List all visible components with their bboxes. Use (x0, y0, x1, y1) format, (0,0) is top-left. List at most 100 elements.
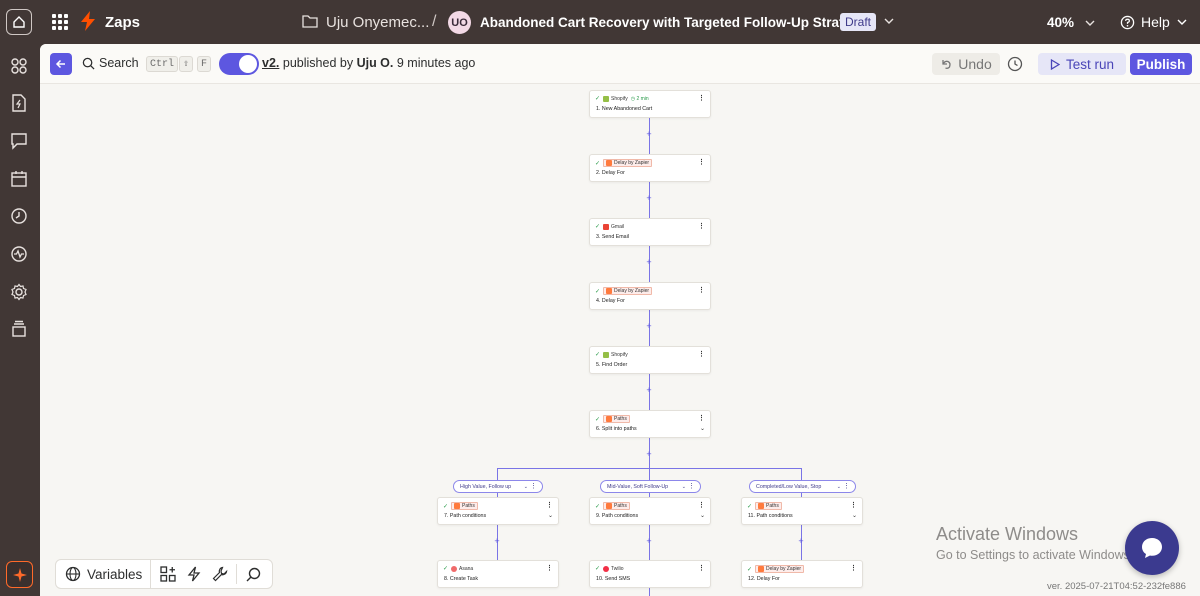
chevron-down-icon[interactable]: ⌄ (523, 484, 528, 490)
more-options-icon[interactable]: ⋮ (698, 415, 705, 422)
variables-label: Variables (87, 566, 143, 582)
undo-button[interactable]: Undo (932, 53, 1000, 75)
expand-chevron-icon[interactable]: ⌄ (547, 513, 553, 519)
zap-file-icon[interactable] (9, 93, 29, 113)
app-grid-icon[interactable] (52, 14, 68, 30)
breadcrumb-owner[interactable]: Uju Onyemec... (326, 14, 430, 31)
step-title: 10. Send SMS (596, 576, 631, 582)
step-title: 11. Path conditions (748, 513, 793, 519)
more-options-icon[interactable]: ⋮ (698, 223, 705, 230)
step-card-3[interactable]: ✓ Gmail 3. Send Email ⋮ (589, 218, 711, 246)
lightning-icon[interactable] (181, 561, 207, 587)
connector-line (649, 437, 650, 468)
help-button[interactable]: Help (1120, 14, 1188, 30)
back-button[interactable] (50, 53, 72, 75)
publish-button[interactable]: Publish (1130, 53, 1192, 75)
variables-button[interactable]: Variables (56, 560, 152, 588)
asana-icon (451, 565, 458, 572)
calendar-icon[interactable] (9, 169, 29, 189)
step-card-6[interactable]: ✓ Paths 6. Split into paths ⋮ ⌄ (589, 410, 711, 438)
step-card-7[interactable]: ✓ Paths 7. Path conditions ⋮ ⌄ (437, 497, 559, 525)
add-app-icon[interactable] (155, 561, 181, 587)
expand-chevron-icon[interactable]: ⌄ (699, 513, 705, 519)
zap-name[interactable]: Abandoned Cart Recovery with Targeted Fo… (480, 15, 867, 30)
step-card-5[interactable]: ✓ Shopify 5. Find Order ⋮ (589, 346, 711, 374)
connector-line (497, 468, 498, 480)
layers-icon[interactable] (9, 319, 29, 339)
polling-interval: 2 min (636, 95, 649, 102)
step-card-1[interactable]: ✓ Shopify ◷ 2 min 1. New Abandoned Cart … (589, 90, 711, 118)
add-step-icon[interactable]: + (646, 385, 652, 395)
add-step-icon[interactable]: + (646, 321, 652, 331)
more-options-icon[interactable]: ⋮ (698, 159, 705, 166)
more-options-icon[interactable]: ⋮ (698, 565, 705, 572)
add-step-icon[interactable]: + (798, 536, 804, 546)
apps-icon[interactable] (9, 56, 29, 76)
play-icon (1050, 58, 1060, 70)
zoom-chevron-icon[interactable] (1084, 16, 1096, 34)
undo-icon (942, 60, 951, 69)
path-label-high-value[interactable]: High Value, Follow up ⌄ ⋮ (453, 480, 543, 493)
ai-copilot-button[interactable] (6, 561, 33, 588)
step-card-8[interactable]: ✓ Asana 8. Create Task ⋮ (437, 560, 559, 588)
check-icon: ✓ (747, 566, 753, 573)
more-options-icon[interactable]: ⋮ (546, 565, 553, 572)
more-options-icon[interactable]: ⋮ (698, 351, 705, 358)
zap-on-toggle[interactable] (219, 53, 259, 75)
connector-line (649, 181, 650, 225)
more-options-icon[interactable]: ⋮ (850, 565, 857, 572)
editor-canvas[interactable]: Search Ctrl ⇧ F v2. published by Uju O. … (40, 44, 1200, 596)
path-label-mid-value[interactable]: Mid-Value, Soft Follow-Up ⌄ ⋮ (600, 480, 701, 493)
path-label-completed-low[interactable]: Completed/Low Value, Stop ⌄ ⋮ (749, 480, 856, 493)
connector-line (649, 493, 650, 498)
add-step-icon[interactable]: + (646, 129, 652, 139)
home-icon[interactable] (6, 9, 32, 35)
more-options-icon[interactable]: ⋮ (698, 287, 705, 294)
chevron-down-icon[interactable]: ⌄ (681, 484, 686, 490)
wrench-icon[interactable] (207, 561, 233, 587)
connector-line (649, 468, 650, 480)
more-options-icon[interactable]: ⋮ (530, 483, 537, 490)
chevron-down-icon[interactable]: ⌄ (836, 484, 841, 490)
settings-gear-icon[interactable] (9, 282, 29, 302)
step-title: 5. Find Order (596, 362, 628, 368)
step-card-2[interactable]: ✓ Delay by Zapier 2. Delay For ⋮ (589, 154, 711, 182)
step-card-12[interactable]: ✓ Delay by Zapier 12. Delay For ⋮ (741, 560, 863, 588)
chat-icon[interactable] (9, 131, 29, 151)
activity-icon[interactable] (9, 244, 29, 264)
step-app: Shopify (603, 351, 628, 358)
more-options-icon[interactable]: ⋮ (546, 502, 553, 509)
add-step-icon[interactable]: + (646, 193, 652, 203)
step-app-label: Delay by Zapier (766, 566, 802, 572)
add-step-icon[interactable]: + (646, 449, 652, 459)
add-step-icon[interactable]: + (646, 536, 652, 546)
step-app: Paths (603, 502, 630, 510)
search-button[interactable]: Search (82, 56, 139, 70)
chevron-down-icon[interactable] (883, 14, 895, 32)
zoom-level[interactable]: 40% (1047, 15, 1075, 30)
more-options-icon[interactable]: ⋮ (698, 502, 705, 509)
step-app-label: Asana (459, 565, 474, 572)
more-options-icon[interactable]: ⋮ (688, 483, 695, 490)
connector-line (801, 524, 802, 560)
expand-chevron-icon[interactable]: ⌄ (851, 513, 857, 519)
test-run-button[interactable]: Test run (1038, 53, 1126, 75)
step-app-label: Paths (614, 416, 627, 422)
step-card-11[interactable]: ✓ Paths 11. Path conditions ⋮ ⌄ (741, 497, 863, 525)
add-step-icon[interactable]: + (646, 257, 652, 267)
history-button[interactable] (1006, 55, 1024, 73)
expand-chevron-icon[interactable]: ⌄ (699, 426, 705, 432)
more-options-icon[interactable]: ⋮ (850, 502, 857, 509)
chat-support-button[interactable] (1125, 521, 1179, 575)
paths-icon (606, 416, 613, 422)
clock-icon[interactable] (9, 206, 29, 226)
app-title[interactable]: Zaps (105, 14, 141, 31)
more-options-icon[interactable]: ⋮ (698, 95, 705, 102)
version-link[interactable]: v2. (262, 56, 280, 70)
more-options-icon[interactable]: ⋮ (843, 483, 850, 490)
step-card-10[interactable]: ✓ Twilio 10. Send SMS ⋮ (589, 560, 711, 588)
canvas-search-icon[interactable] (240, 561, 266, 587)
step-card-9[interactable]: ✓ Paths 9. Path conditions ⋮ ⌄ (589, 497, 711, 525)
step-card-4[interactable]: ✓ Delay by Zapier 4. Delay For ⋮ (589, 282, 711, 310)
add-step-icon[interactable]: + (494, 536, 500, 546)
